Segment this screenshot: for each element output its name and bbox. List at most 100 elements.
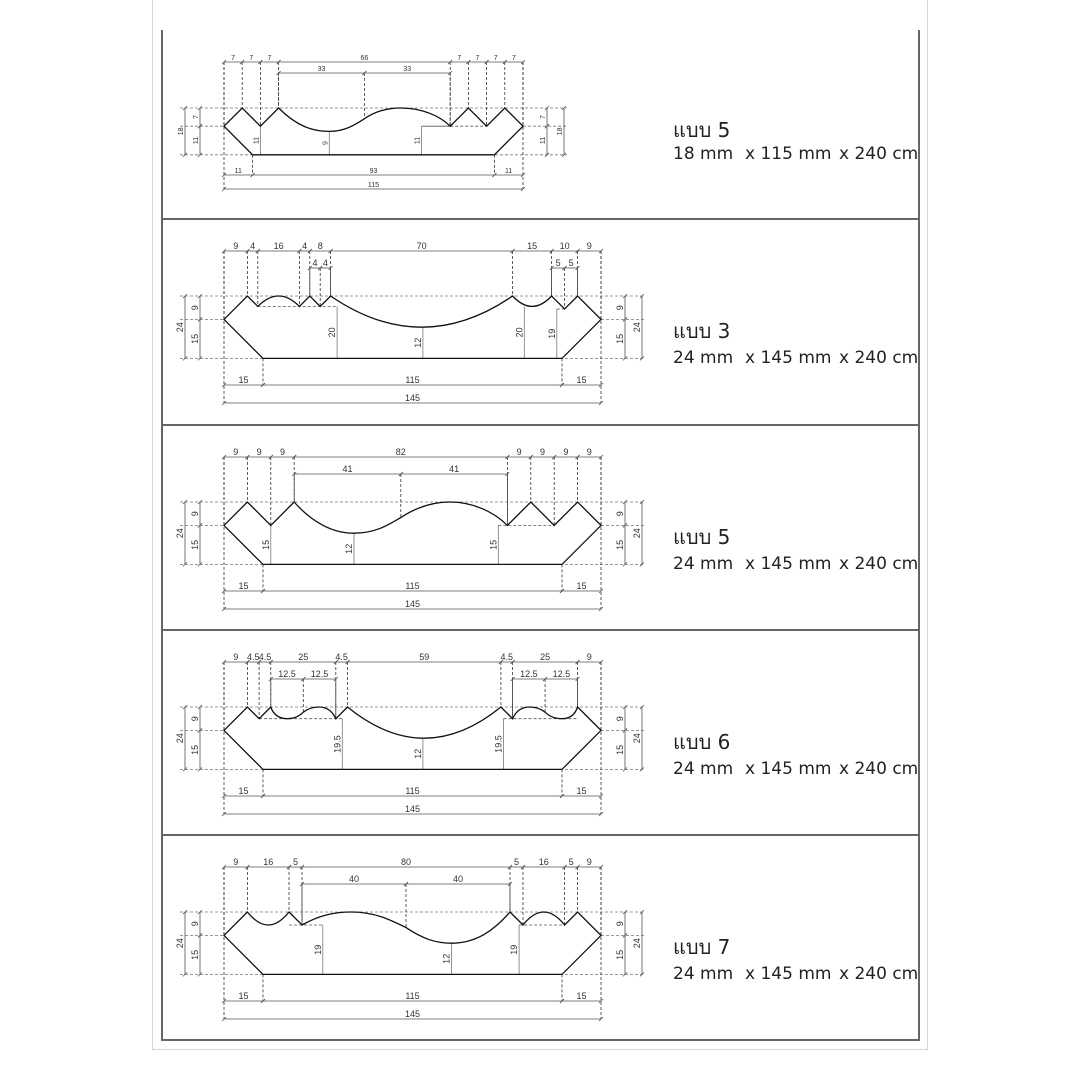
dimension-tick — [182, 499, 188, 505]
dimension-label: 9 — [233, 652, 238, 662]
molding-profile — [224, 108, 523, 155]
dimension-tick — [221, 454, 227, 460]
dimension-label: 9 — [587, 447, 592, 457]
dimension-label: 7 — [249, 55, 253, 62]
dimension-label: 9 — [280, 447, 285, 457]
dimension-label: 145 — [405, 1009, 420, 1019]
dimension-tick — [639, 499, 645, 505]
dimension-tick — [510, 676, 515, 682]
dimension-tick — [622, 704, 628, 710]
dimension-label: 24 — [175, 938, 185, 948]
dimension-tick — [622, 933, 628, 938]
dimension-label: 24 — [175, 322, 185, 332]
dimension-tick — [268, 659, 274, 665]
dimension-tick — [639, 909, 645, 915]
dimension-label: 4 — [302, 241, 307, 251]
dimension-tick — [333, 676, 339, 682]
dimension-label: 40 — [349, 874, 359, 884]
dimension-label: 12 — [413, 338, 423, 348]
dimension-label: 80 — [401, 857, 411, 867]
dimension-tick — [197, 293, 203, 299]
page-frame — [152, 0, 928, 1050]
dimension-tick — [398, 471, 404, 477]
dimension-label: 5 — [293, 857, 298, 867]
dimension-label: 4 — [323, 258, 328, 268]
dimension-label: 19 — [313, 945, 323, 955]
dimension-tick — [221, 588, 227, 594]
dimension-tick — [260, 588, 266, 594]
dimension-label: 7 — [457, 55, 461, 62]
dimension-tick — [492, 172, 497, 178]
dimension-tick — [197, 767, 203, 772]
dimension-tick — [544, 105, 550, 111]
dimension-tick — [197, 933, 203, 938]
dimension-label: 19.5 — [332, 735, 342, 753]
dimension-tick — [622, 562, 628, 567]
dimension-label: 9 — [322, 141, 329, 145]
dimension-label: 40 — [453, 874, 463, 884]
dimension-tick — [260, 382, 266, 388]
dimension-tick — [622, 728, 628, 733]
dimension-label: 4 — [250, 241, 255, 251]
dimension-tick — [549, 265, 554, 271]
dimension-tick — [255, 248, 261, 254]
dimension-tick — [197, 523, 203, 528]
dimension-label: 15 — [615, 540, 625, 550]
dimension-tick — [256, 659, 262, 665]
dimension-label: 15 — [190, 950, 200, 960]
dimension-tick — [345, 659, 350, 665]
dimension-label: 11 — [253, 137, 260, 144]
dimension-tick — [362, 70, 367, 76]
drawing-sheet — [161, 30, 920, 1041]
dimension-label: 15 — [488, 540, 498, 550]
dimension-tick — [197, 499, 203, 505]
dimension-tick — [182, 767, 188, 772]
dimension-label: 24 — [632, 322, 642, 332]
dimension-tick — [268, 676, 274, 682]
dimension-tick — [328, 265, 333, 271]
dimension-label: 15 — [576, 375, 586, 385]
dimension-label: 33 — [318, 66, 326, 73]
dimension-label: 25 — [298, 652, 308, 662]
dimension-tick — [622, 499, 628, 505]
dimension-label: 12.5 — [520, 669, 538, 679]
dimension-label: 11 — [235, 168, 242, 175]
dimension-tick — [197, 909, 203, 915]
dimension-tick — [250, 172, 255, 178]
dimension-tick — [622, 767, 628, 772]
dimension-label: 115 — [368, 182, 379, 189]
dimension-tick — [622, 909, 628, 915]
size-length: x 240 cm — [839, 554, 919, 574]
size-length: x 240 cm — [839, 144, 919, 164]
dimension-label: 9 — [233, 447, 238, 457]
dimension-label: 9 — [233, 241, 238, 251]
dimension-tick — [562, 265, 567, 271]
dimension-tick — [505, 454, 510, 460]
dimension-label: 9 — [615, 921, 625, 926]
dimension-tick — [258, 59, 263, 65]
dimension-tick — [276, 70, 281, 76]
molding-profile — [224, 707, 601, 769]
dimension-label: 4.5 — [500, 652, 513, 662]
dimension-label: 5 — [556, 258, 561, 268]
dimension-tick — [598, 659, 604, 665]
dimension-tick — [598, 998, 604, 1004]
size-width: x 115 mm — [745, 144, 832, 164]
dimension-tick — [520, 186, 526, 192]
dimension-label: 12.5 — [311, 669, 329, 679]
dimension-tick — [598, 864, 604, 870]
dimension-tick — [559, 588, 565, 594]
dimension-tick — [297, 248, 302, 254]
dimension-label: 24 — [632, 528, 642, 538]
dimension-label: 15 — [615, 745, 625, 755]
dimension-label: 9 — [587, 241, 592, 251]
dimension-label: 12.5 — [278, 669, 296, 679]
dimension-label: 16 — [274, 241, 284, 251]
dimension-tick — [221, 1016, 227, 1022]
dimension-tick — [221, 811, 227, 817]
